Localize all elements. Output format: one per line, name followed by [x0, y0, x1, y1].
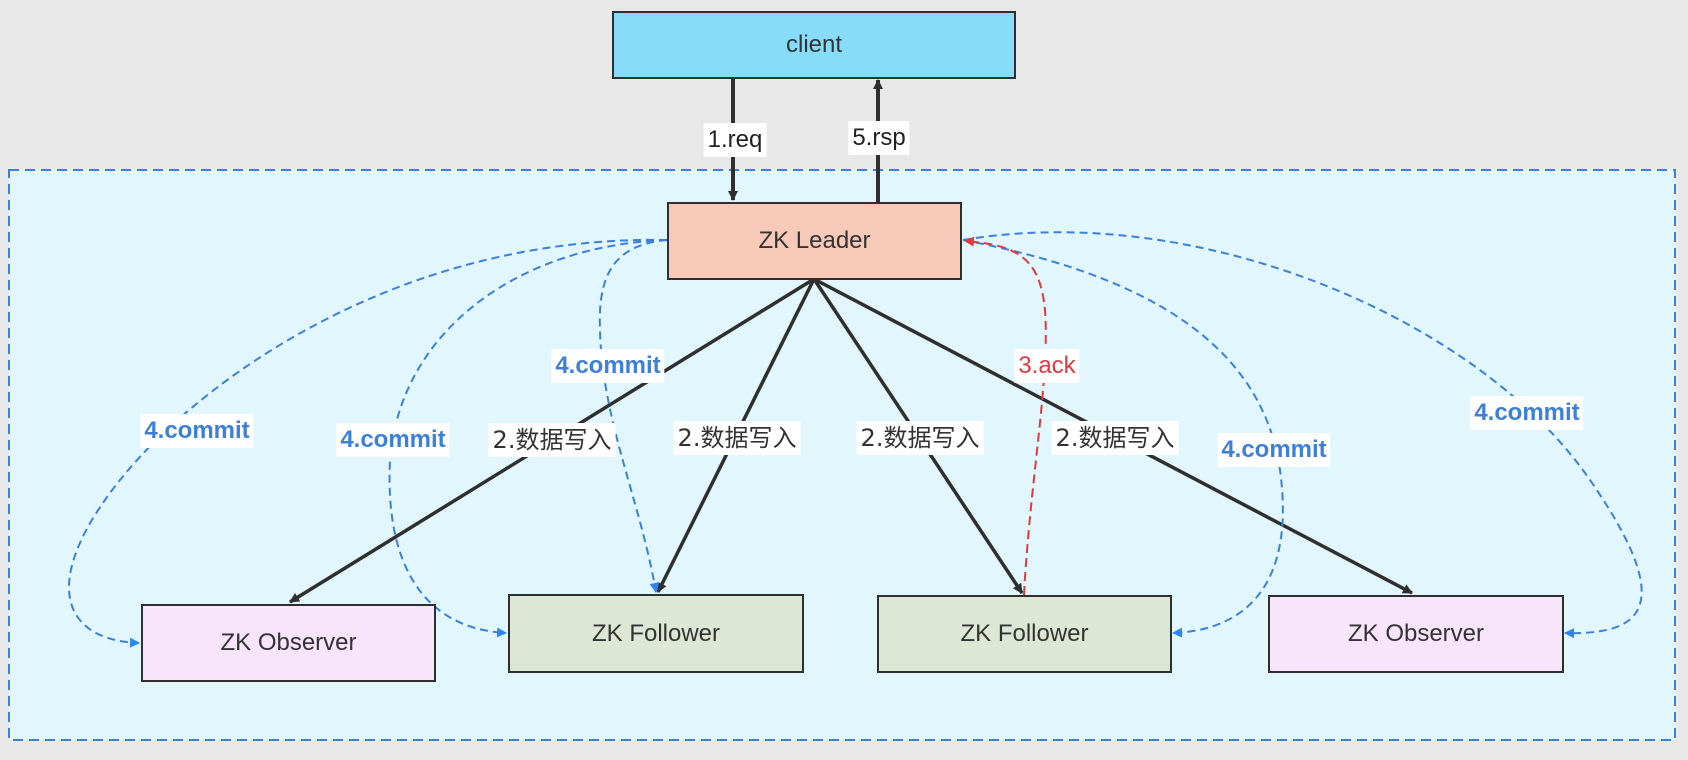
- client-label: client: [785, 31, 843, 58]
- write-label-1: 2.数据写入: [488, 423, 616, 457]
- ack-curve: [964, 236, 1047, 596]
- observer-left-node[interactable]: ZK Observer: [141, 604, 436, 682]
- req-label: 1.req: [703, 123, 767, 157]
- observer-right-label: ZK Observer: [1347, 620, 1485, 647]
- observer-left-label: ZK Observer: [220, 629, 357, 656]
- follower-left-node[interactable]: ZK Follower: [508, 594, 804, 673]
- write-label-2: 2.数据写入: [673, 421, 801, 455]
- follower-right-label: ZK Follower: [960, 620, 1089, 647]
- commit-label-5: 4.commit: [1470, 396, 1584, 430]
- write-label-4: 2.数据写入: [1051, 421, 1179, 455]
- commit-label-3: 4.commit: [551, 349, 665, 383]
- commit-label-4: 4.commit: [1217, 433, 1331, 467]
- write-label-3: 2.数据写入: [856, 421, 984, 455]
- client-node[interactable]: client: [612, 11, 1016, 79]
- rsp-label: 5.rsp: [848, 121, 910, 155]
- follower-left-label: ZK Follower: [591, 619, 721, 647]
- observer-right-node[interactable]: ZK Observer: [1268, 595, 1564, 673]
- leader-node[interactable]: ZK Leader: [667, 202, 962, 280]
- commit-label-2: 4.commit: [336, 423, 450, 457]
- commit-curve-follower-left-top: [598, 239, 668, 593]
- commit-label-1: 4.commit: [140, 414, 254, 448]
- leader-label: ZK Leader: [758, 227, 871, 254]
- ack-label: 3.ack: [1014, 349, 1080, 383]
- follower-right-node[interactable]: ZK Follower: [877, 595, 1172, 673]
